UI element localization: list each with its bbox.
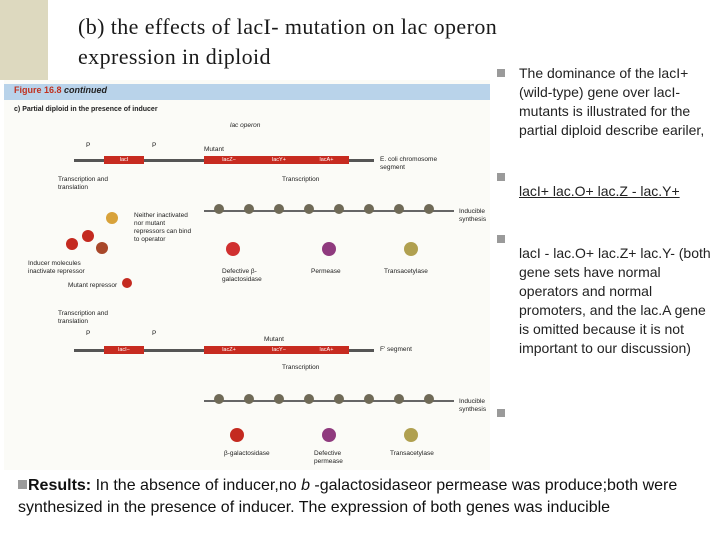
gene-laca-plus-2: lacA+ [304, 346, 349, 354]
gene-lacy-minus: lacY− [254, 346, 304, 354]
figure-continued: continued [64, 85, 108, 95]
ribosome [244, 394, 254, 404]
label-defective-bgal: Defective β-galactosidase [222, 268, 262, 283]
panel-title: c) Partial diploid in the presence of in… [14, 106, 158, 113]
label-inducible-synthesis-1: Inducible synthesis [459, 208, 487, 223]
label-transcription-2: Transcription [282, 364, 320, 371]
results-paragraph: Results: In the absence of inducer,no b … [18, 477, 678, 516]
gene-lacz-minus: lacZ− [204, 156, 254, 164]
repressor [96, 242, 108, 254]
gene-laca-plus: lacA+ [304, 156, 349, 164]
figure-number: Figure 16.8 [14, 85, 62, 95]
ribosome [244, 204, 254, 214]
mrna-2 [204, 400, 454, 402]
protein-bgal-defective [226, 242, 240, 256]
label-ecoli-segment: E. coli chromosome segment [380, 156, 438, 171]
protein-bgal [230, 428, 244, 442]
ribosome [334, 394, 344, 404]
square-bullet-icon [497, 235, 505, 243]
label-permease-1: Permease [311, 268, 341, 275]
label-p-laci: P [86, 142, 91, 149]
label-mutant-repressor: Mutant repressor [68, 282, 118, 289]
protein-permease [322, 242, 336, 256]
ribosome [364, 394, 374, 404]
label-transacetylase-2: Transacetylase [390, 450, 434, 457]
gene-laci-minus: lacI− [104, 346, 144, 354]
inducer-molecule [82, 230, 94, 242]
ribosome [424, 394, 434, 404]
slide-title: (b) the effects of lacI- mutation on lac… [78, 14, 498, 69]
ribosome [394, 204, 404, 214]
label-mutant: Mutant [204, 146, 224, 153]
label-inducible-synthesis-2: Inducible synthesis [459, 398, 487, 413]
label-p-lac: P [152, 142, 157, 149]
ribosome [304, 394, 314, 404]
protein-transacetylase [404, 242, 418, 256]
corner-band [0, 0, 48, 80]
results-label: Results: [28, 477, 92, 494]
label-inducer-molecules: Inducer molecules inactivate repressor [28, 260, 85, 275]
ribosome [364, 204, 374, 214]
protein-transacetylase-2 [404, 428, 418, 442]
label-mutant-2: Mutant [264, 336, 284, 343]
label-neither-repressor: Neither inactivated nor mutant repressor… [134, 212, 192, 243]
label-f-segment: F' segment [380, 346, 412, 353]
label-defective-permease: Defective permease [314, 450, 343, 465]
label-transcription-1: Transcription [282, 176, 320, 183]
label-transcription-translation-2: Transcription and translation [58, 310, 108, 325]
square-bullet-icon [18, 480, 27, 489]
label-transacetylase-1: Transacetylase [384, 268, 428, 275]
label-bgal: β-galactosidase [224, 450, 270, 457]
label-lac-operon: lac operon [230, 122, 261, 129]
inducer-molecule [66, 238, 78, 250]
ribosome [304, 204, 314, 214]
lac-operon-figure: Figure 16.8 continued c) Partial diploid… [4, 80, 490, 470]
ribosome [274, 394, 284, 404]
ribosome [394, 394, 404, 404]
gene-lacy-plus: lacY+ [254, 156, 304, 164]
gene-lacz-plus: lacZ+ [204, 346, 254, 354]
square-bullet-icon [497, 69, 505, 77]
ribosome [214, 394, 224, 404]
square-bullet-icon [497, 173, 505, 181]
ribosome [424, 204, 434, 214]
mutant-repressor [122, 278, 132, 288]
figure-header: Figure 16.8 continued [4, 84, 490, 100]
label-transcription-translation-1: Transcription and translation [58, 176, 108, 191]
square-bullet-icon [497, 409, 505, 417]
repressor [106, 212, 118, 224]
protein-permease-defective [322, 428, 336, 442]
ribosome [214, 204, 224, 214]
mrna-1 [204, 210, 454, 212]
gene-laci: lacI [104, 156, 144, 164]
ribosome [334, 204, 344, 214]
ribosome [274, 204, 284, 214]
